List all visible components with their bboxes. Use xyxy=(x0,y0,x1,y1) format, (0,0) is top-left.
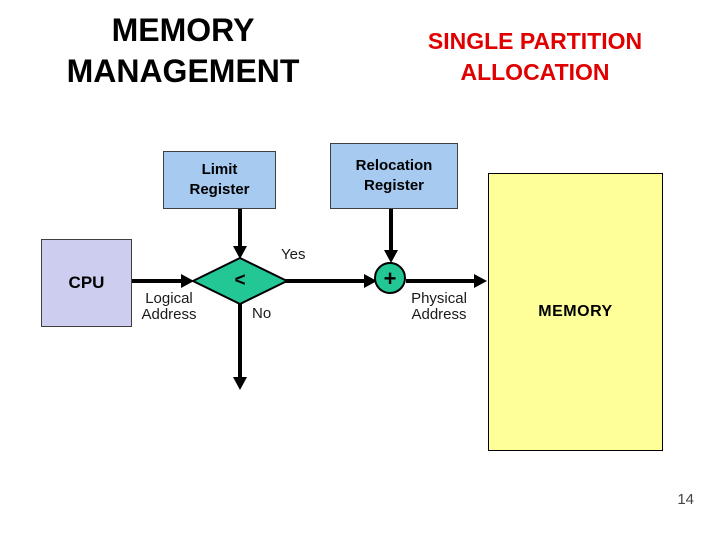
limit-register-box: Limit Register xyxy=(163,151,276,209)
memory-box: MEMORY xyxy=(488,173,663,451)
logical-address-label: Logical Address xyxy=(141,290,197,323)
cpu-label: CPU xyxy=(68,273,105,292)
arrowhead-cpu-to-comparator xyxy=(181,274,194,288)
slide-subtitle: SINGLE PARTITION ALLOCATION xyxy=(427,28,643,85)
cpu-box: CPU xyxy=(41,239,132,327)
arrowhead-adder-to-memory xyxy=(474,274,487,288)
arrowhead-relocation-to-adder xyxy=(384,250,398,263)
arrowhead-comparator-to-adder xyxy=(364,274,377,288)
comparator-diamond xyxy=(190,256,290,306)
arrowhead-limit-to-comparator xyxy=(233,246,247,259)
relocation-register-box: Relocation Register xyxy=(330,143,458,209)
memory-label: MEMORY xyxy=(538,303,613,320)
physical-address-label: Physical Address xyxy=(411,290,467,323)
adder-operator: + xyxy=(383,266,397,291)
comparator-operator: < xyxy=(234,270,246,291)
relocation-register-label: Relocation Register xyxy=(355,157,433,194)
page-number: 14 xyxy=(677,491,694,508)
yes-branch-label: Yes xyxy=(281,246,306,263)
limit-register-label: Limit Register xyxy=(189,161,250,198)
arrowhead-comparator-no-path xyxy=(233,377,247,390)
no-branch-label: No xyxy=(252,305,272,322)
page-title: MEMORY MANAGEMENT xyxy=(66,12,300,89)
adder-circle xyxy=(374,262,406,294)
